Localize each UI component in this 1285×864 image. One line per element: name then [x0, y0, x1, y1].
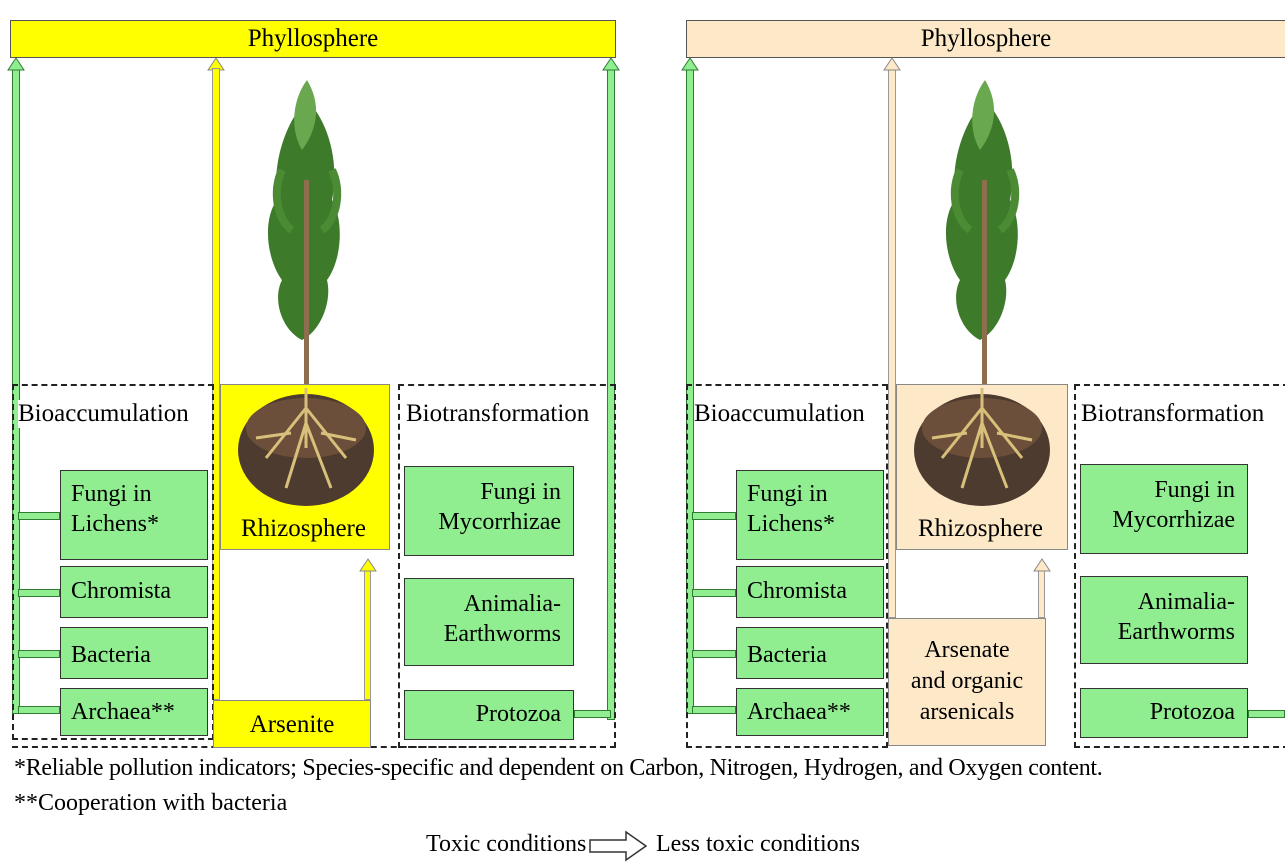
right-box-bacteria: Bacteria	[736, 627, 884, 679]
footnote-pollution-indicators: *Reliable pollution indicators; Species-…	[14, 755, 1102, 782]
legend-less-toxic-label: Less toxic conditions	[656, 831, 860, 858]
right-box-bacteria-label: Bacteria	[747, 642, 827, 668]
right-box-earthworms-label: Animalia- Earthworms	[1118, 589, 1235, 645]
left-box-fungi-mycorrhizae-label: Fungi in Mycorrhizae	[438, 479, 561, 535]
legend-toxic-label: Toxic conditions	[426, 831, 586, 858]
left-connector-2	[18, 589, 60, 597]
left-box-bacteria: Bacteria	[60, 627, 208, 679]
right-connector-4	[692, 706, 736, 714]
left-protozoa-connector	[574, 710, 611, 718]
right-box-fungi-mycorrhizae-label: Fungi in Mycorrhizae	[1112, 477, 1235, 533]
right-arsenate-label: Arsenate and organic arsenicals	[911, 637, 1023, 725]
right-box-earthworms: Animalia- Earthworms	[1080, 576, 1248, 664]
right-box-chromista-label: Chromista	[747, 578, 847, 604]
left-arsenite-box: Arsenite	[213, 700, 371, 748]
left-connector-3	[18, 650, 60, 658]
left-box-bacteria-label: Bacteria	[71, 642, 151, 668]
footnote-cooperation: **Cooperation with bacteria	[14, 790, 287, 817]
left-arsenite-label: Arsenite	[250, 711, 335, 738]
left-connector-4	[18, 706, 60, 714]
left-rhizosphere-label: Rhizosphere	[241, 515, 366, 543]
left-box-archaea: Archaea**	[60, 688, 208, 736]
left-box-fungi-lichens: Fungi in Lichens*	[60, 470, 208, 560]
right-box-archaea-label: Archaea**	[747, 699, 851, 725]
left-box-chromista: Chromista	[60, 566, 208, 618]
right-bioaccumulation-heading: Bioaccumulation	[694, 400, 865, 428]
left-box-earthworms: Animalia- Earthworms	[404, 578, 574, 666]
right-rhizosphere-label: Rhizosphere	[918, 515, 1043, 543]
left-connector-1	[18, 512, 60, 520]
right-box-protozoa-label: Protozoa	[1150, 699, 1235, 725]
left-phyllosphere-bar: Phyllosphere	[10, 20, 616, 58]
hollow-right-arrow-icon	[588, 829, 650, 863]
right-soil-roots-icon	[912, 388, 1052, 508]
right-pipe-arrowheads-icon	[676, 56, 916, 76]
right-box-chromista: Chromista	[736, 566, 884, 618]
left-soil-roots-icon	[236, 388, 376, 508]
left-biotransformation-heading: Biotransformation	[406, 400, 589, 428]
right-arsenate-arrowhead-icon	[1032, 558, 1052, 572]
left-box-protozoa-label: Protozoa	[476, 701, 561, 727]
left-bioaccumulation-region	[12, 384, 214, 740]
left-box-fungi-lichens-label: Fungi in Lichens*	[71, 481, 159, 537]
right-biotransformation-heading: Biotransformation	[1081, 400, 1264, 428]
right-connector-1	[692, 512, 736, 520]
right-box-fungi-lichens-label: Fungi in Lichens*	[747, 481, 835, 537]
right-phyllosphere-bar: Phyllosphere	[686, 20, 1285, 58]
left-box-archaea-label: Archaea**	[71, 699, 175, 725]
right-phyllosphere-label: Phyllosphere	[921, 25, 1052, 53]
left-bioaccumulation-heading: Bioaccumulation	[18, 400, 189, 428]
right-connector-3	[692, 650, 736, 658]
left-phyllosphere-label: Phyllosphere	[248, 25, 379, 53]
left-box-protozoa: Protozoa	[404, 690, 574, 740]
right-box-fungi-lichens: Fungi in Lichens*	[736, 470, 884, 560]
right-box-archaea: Archaea**	[736, 688, 884, 736]
right-arsenate-box: Arsenate and organic arsenicals	[888, 618, 1046, 746]
left-arsenite-arrowhead-icon	[358, 558, 378, 572]
left-box-fungi-mycorrhizae: Fungi in Mycorrhizae	[404, 466, 574, 556]
right-box-fungi-mycorrhizae: Fungi in Mycorrhizae	[1080, 464, 1248, 554]
right-arsenate-up-pipe	[1038, 568, 1045, 618]
left-arsenite-up-pipe	[364, 568, 371, 700]
right-connector-2	[692, 589, 736, 597]
left-box-chromista-label: Chromista	[71, 578, 171, 604]
right-box-protozoa: Protozoa	[1080, 688, 1248, 738]
left-box-earthworms-label: Animalia- Earthworms	[444, 591, 561, 647]
right-beige-pipe	[888, 68, 896, 618]
right-protozoa-connector	[1248, 710, 1285, 718]
